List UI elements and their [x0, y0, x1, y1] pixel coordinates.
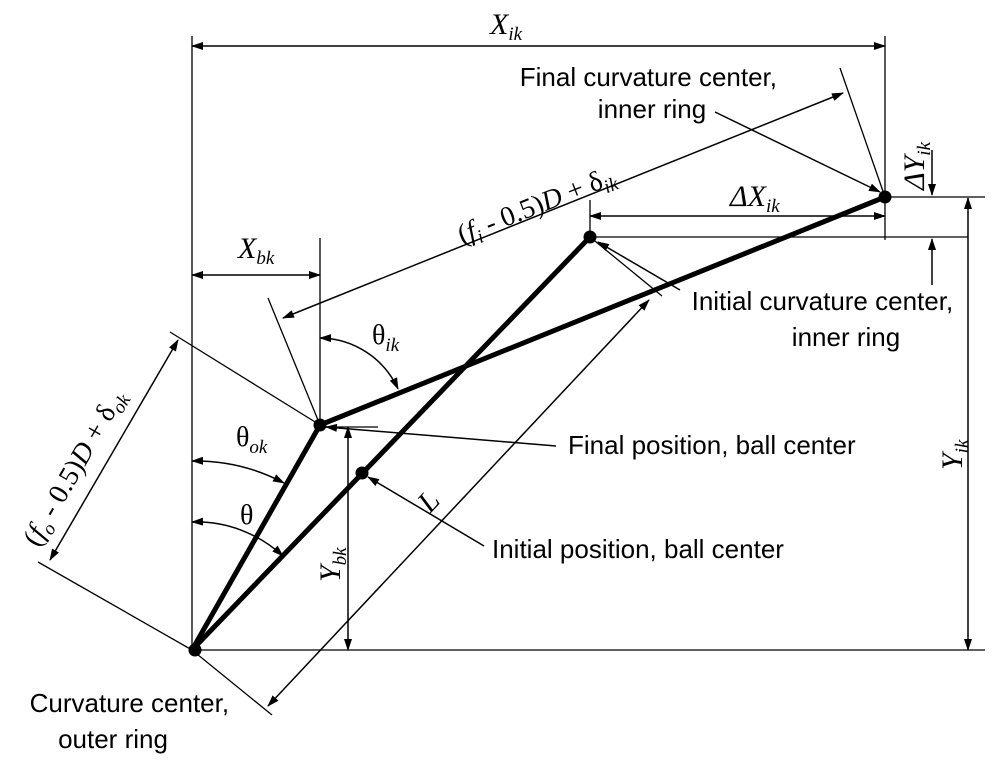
- x-ik-symbol: Xik: [489, 8, 523, 45]
- initial-ball-center-point: [355, 466, 369, 480]
- theta-ik-arc: [319, 334, 399, 390]
- theta-ok-symbol: θok: [236, 422, 268, 458]
- final-ball-label: Final position, ball center: [568, 430, 856, 460]
- final-inner-leader: [714, 111, 881, 193]
- l-symbol: L: [410, 484, 446, 519]
- initial-inner-curvature-center-point: [583, 230, 597, 244]
- fo-dimension-line: [49, 339, 179, 561]
- fo-formula-label: (fo - 0.5)D + δok: [17, 384, 135, 554]
- final-contact-line: [189, 423, 323, 652]
- initial-inner-leader: [597, 241, 681, 291]
- initial-contact-line: [190, 235, 592, 652]
- initial-ball-leader: [367, 476, 485, 547]
- initial-inner-label: Initial curvature center, inner ring: [692, 286, 961, 352]
- final-ball-leader: [325, 423, 557, 447]
- theta-ik-symbol: θik: [372, 320, 400, 356]
- final-inner-curvature-center-point: [878, 190, 892, 204]
- l-extension-line-outer: [191, 649, 273, 716]
- theta-symbol: θ: [240, 500, 253, 531]
- x-bk-symbol: Xbk: [237, 232, 275, 269]
- outer-ring-curvature-center-point: [188, 643, 202, 657]
- l-dimension-line: [267, 299, 650, 707]
- fi-extension-line-ball: [267, 297, 321, 426]
- outer-center-label: Curvature center, outer ring: [30, 688, 237, 754]
- y-bk-symbol: Ybk: [314, 547, 351, 582]
- final-inner-contact-line: [319, 194, 886, 428]
- fi-formula-label: (fi - 0.5)D + δik: [453, 160, 622, 254]
- fi-dimension-line: [282, 92, 844, 319]
- delta-x-ik-symbol: ΔXik: [729, 180, 780, 217]
- final-ball-center-point: [313, 418, 327, 432]
- y-ik-symbol: Yik: [936, 439, 973, 470]
- theta-ok-arc: [191, 456, 285, 484]
- delta-y-ik-symbol: ΔYik: [898, 141, 935, 191]
- l-extension-line-inner: [589, 236, 663, 297]
- final-inner-label: Final curvature center, inner ring: [520, 62, 784, 124]
- initial-ball-label: Initial position, ball center: [492, 534, 784, 564]
- fo-extension-line-outer: [37, 561, 193, 651]
- theta-arc: [191, 517, 284, 557]
- fi-extension-line-inner: [839, 67, 886, 198]
